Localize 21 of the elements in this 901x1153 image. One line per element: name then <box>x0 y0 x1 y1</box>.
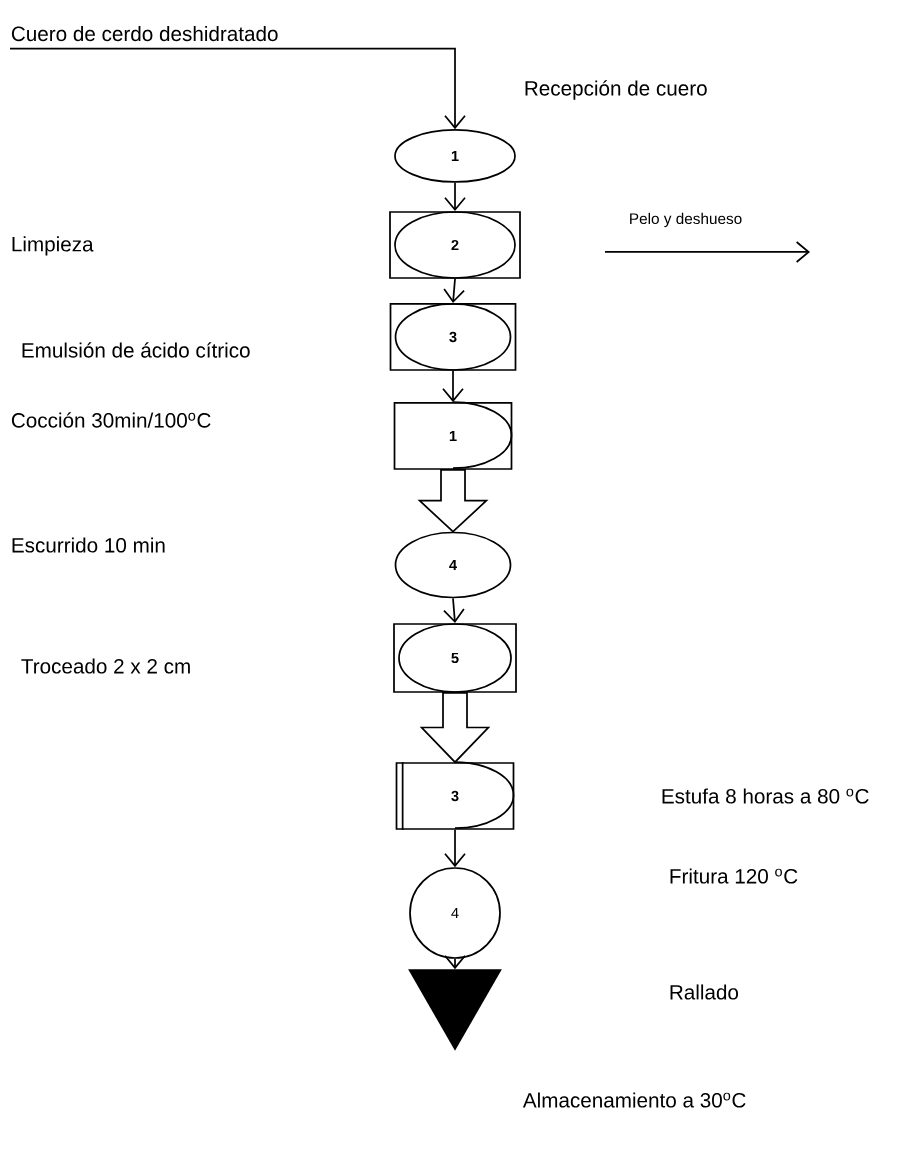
step-label: Fritura 120 $^{o}$C <box>670 868 798 884</box>
arrow <box>444 182 466 212</box>
arrow <box>443 278 465 304</box>
step-label: Emulsión de ácido cítrico <box>22 342 250 358</box>
arrow <box>9 47 466 130</box>
step-label: Estufa 8 horas a 80 $^{o}$C <box>662 788 869 804</box>
arrow <box>442 370 464 403</box>
input-label: Cuero de cerdo deshidratado <box>11 25 278 42</box>
step-label: Recepción de cuero <box>525 80 707 100</box>
arrow <box>444 829 466 868</box>
step-label: Escurrido 10 min <box>12 537 165 553</box>
storage-triangle <box>408 969 502 1051</box>
step-label: Rallado <box>670 984 739 1000</box>
step-label: Limpieza <box>12 236 94 256</box>
block-arrow <box>419 692 491 764</box>
block-arrow <box>417 469 489 533</box>
step-label: Almacenamiento a 30$^{o}$C <box>522 1092 746 1108</box>
step-label: Troceado 2 x 2 cm <box>21 658 190 674</box>
step-label: Pelo y deshueso <box>630 212 742 228</box>
arrow <box>443 597 465 624</box>
step-label: Cocción 30min/100$^{o}$C <box>11 412 211 428</box>
